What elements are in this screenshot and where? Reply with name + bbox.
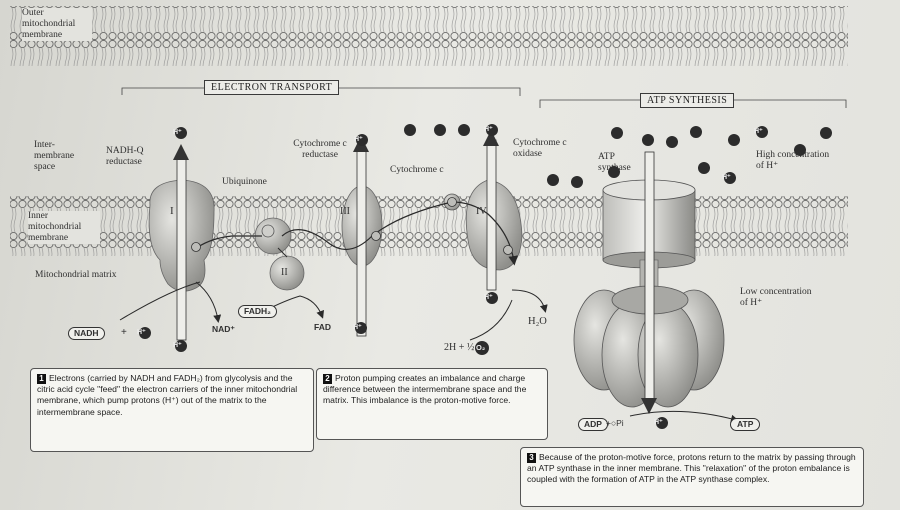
h-ion-label: H⁺ — [654, 417, 663, 428]
nad-label: NAD⁺ — [212, 324, 235, 335]
h-ion-label: H⁺ — [137, 327, 146, 338]
cytochrome-c-reductase-label: Cytochrome c reductase — [280, 139, 360, 161]
h-ion-label: H⁺ — [173, 340, 182, 351]
callout-3-number: 3 — [527, 453, 536, 463]
h-ion-label: H⁺ — [754, 126, 763, 137]
callout-3-text: Because of the proton-motive force, prot… — [527, 452, 856, 484]
nadh-label: NADH — [68, 327, 105, 340]
nadh-q-reductase-label: NADH-Q reductase — [106, 146, 166, 168]
callout-1-text: Electrons (carried by NADH and FADH₂) fr… — [37, 373, 297, 417]
h-ion-label: H⁺ — [484, 124, 493, 135]
two-h-label: 2H + ½ — [444, 342, 474, 353]
complex-i-label: I — [170, 206, 174, 217]
plus-sign: + — [121, 327, 127, 338]
complex-iii-label: III — [340, 206, 350, 217]
intermembrane-space-label: Inter- membrane space — [34, 140, 92, 173]
cytochrome-c-oxidase-label: Cytochrome c oxidase — [513, 138, 583, 160]
atp-label: ATP — [730, 418, 760, 431]
pi-label: +○Pi — [606, 418, 624, 429]
h-ion-label: H⁺ — [484, 292, 493, 303]
complex-ii-label: II — [281, 267, 288, 278]
water-label: H₂O — [528, 316, 547, 327]
inner-membrane-label: Inner mitochondrial membrane — [28, 211, 100, 244]
fad-label: FAD — [314, 322, 331, 333]
callout-2-text: Proton pumping creates an imbalance and … — [323, 373, 526, 405]
ubiquinone-label: Ubiquinone — [222, 177, 267, 188]
outer-membrane-label: Outer mitochondrial membrane — [22, 8, 92, 41]
proton-dots-ims — [175, 124, 832, 188]
complex-iv-label: IV — [476, 206, 487, 217]
atp-synthesis-header: ATP SYNTHESIS — [640, 93, 734, 108]
low-concentration-label: Low concentration of H⁺ — [740, 287, 820, 309]
callout-2-number: 2 — [323, 374, 332, 384]
h-ion-label: H⁺ — [353, 322, 362, 333]
h-ion-label: H⁺ — [722, 172, 731, 183]
adp-label: ADP — [578, 418, 608, 431]
atp-synthase-label: ATP synthase — [598, 152, 642, 174]
o2-label: O₂ — [476, 342, 485, 353]
outer-membrane — [10, 6, 848, 66]
fadh2-label: FADH₂ — [238, 305, 277, 318]
electron-transport-header: ELECTRON TRANSPORT — [204, 80, 339, 95]
h-ion-label: H⁺ — [173, 127, 182, 138]
inner-membrane — [10, 196, 848, 256]
cytochrome-c-label: Cytochrome c — [390, 165, 444, 176]
high-concentration-label: High concentration of H⁺ — [756, 150, 832, 172]
matrix-label: Mitochondrial matrix — [35, 270, 117, 281]
callout-1-number: 1 — [37, 374, 46, 384]
